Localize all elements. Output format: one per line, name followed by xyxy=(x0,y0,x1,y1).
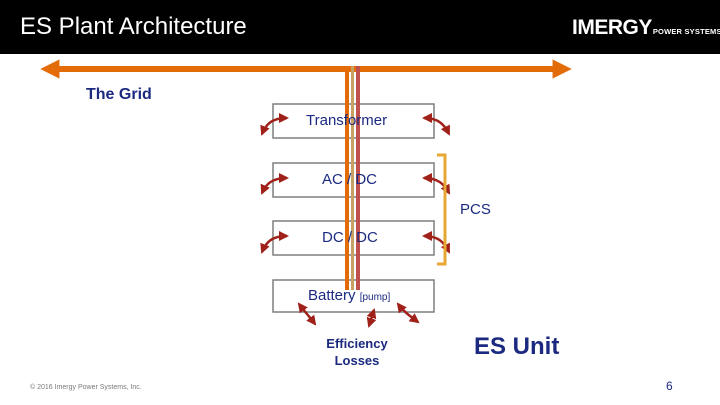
logo-wordmark: IMERGY xyxy=(572,16,652,39)
stage-label-battery: Battery [pump] xyxy=(308,287,390,304)
pcs-bracket xyxy=(437,153,447,266)
loss-arrow-bottom-left xyxy=(297,302,317,326)
title-bar xyxy=(0,0,720,54)
loss-arrow-left-transformer xyxy=(260,113,289,136)
slide-title: ES Plant Architecture xyxy=(20,13,247,40)
logo-subtitle: POWER SYSTEMS xyxy=(652,27,720,36)
es-unit-label: ES Unit xyxy=(474,333,560,360)
battery-pump-label: [pump] xyxy=(359,292,391,303)
stage-label-dc-dc: DC / DC xyxy=(322,229,378,246)
loss-arrow-left-dcdc xyxy=(260,231,289,254)
loss-arrow-right-transformer xyxy=(422,113,451,136)
pcs-label: PCS xyxy=(460,201,491,218)
grid-label: The Grid xyxy=(86,86,152,103)
loss-arrow-right-acdc xyxy=(422,173,451,195)
loss-arrow-bottom-right xyxy=(396,302,420,324)
stage-label-transformer: Transformer xyxy=(306,112,388,129)
company-logo: IMERGYPOWER SYSTEMS xyxy=(572,16,720,40)
footer-copyright: © 2016 Imergy Power Systems, Inc. xyxy=(30,384,142,391)
battery-label: Battery xyxy=(308,287,356,304)
page-number: 6 xyxy=(666,379,673,393)
loss-arrow-right-dcdc xyxy=(422,231,451,254)
loss-arrow-bottom-middle xyxy=(366,308,377,328)
loss-arrow-left-acdc xyxy=(260,173,289,195)
efficiency-losses-label: Efficiency Losses xyxy=(326,336,388,368)
stage-label-ac-dc: AC / DC xyxy=(322,171,378,188)
